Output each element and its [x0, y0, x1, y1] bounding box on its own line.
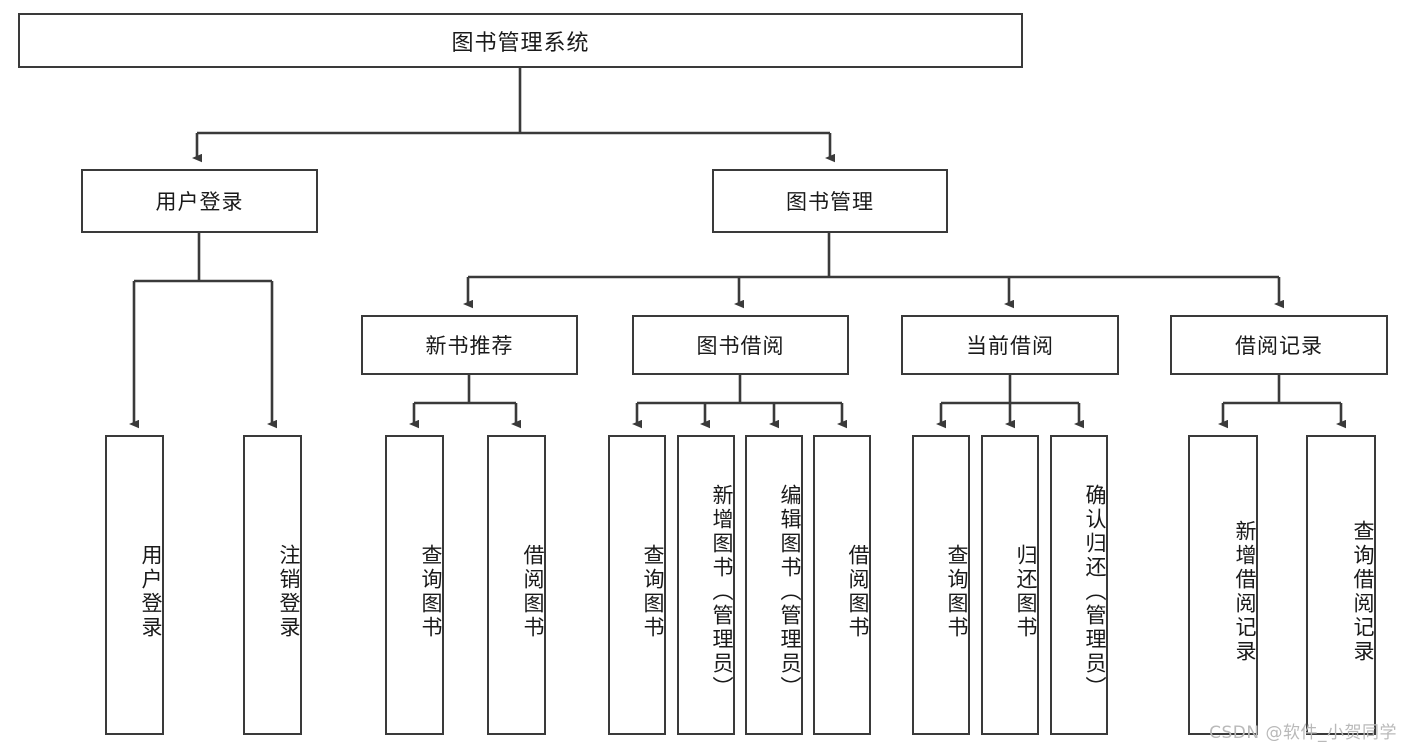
node-label: 借阅记录	[1235, 334, 1323, 358]
leaf-book-borrow-query[interactable]: 查询图书	[608, 435, 666, 735]
leaf-new-book-borrow[interactable]: 借阅图书	[487, 435, 546, 735]
leaf-new-book-query[interactable]: 查询图书	[385, 435, 444, 735]
node-label: 新书推荐	[425, 334, 514, 358]
node-root-book-management-system[interactable]: 图书管理系统	[18, 13, 1023, 68]
node-label: 查询图书	[945, 544, 969, 640]
node-label: 用户登录	[139, 544, 163, 640]
leaf-borrow-record-query[interactable]: 查询借阅记录	[1306, 435, 1376, 735]
node-borrow-record[interactable]: 借阅记录	[1170, 315, 1388, 375]
node-current-borrow[interactable]: 当前借阅	[901, 315, 1119, 375]
node-label: 查询借阅记录	[1351, 520, 1375, 664]
leaf-current-borrow-query[interactable]: 查询图书	[912, 435, 970, 735]
leaf-current-borrow-return[interactable]: 归还图书	[981, 435, 1039, 735]
node-label: 查询图书	[419, 544, 443, 640]
leaf-book-borrow-add[interactable]: 新增图书（管理员）	[677, 435, 735, 735]
node-user-login[interactable]: 用户登录	[81, 169, 318, 233]
node-new-book-recommend[interactable]: 新书推荐	[361, 315, 578, 375]
node-label: 编辑图书（管理员）	[778, 484, 802, 700]
node-label: 图书管理	[786, 190, 874, 214]
node-book-management[interactable]: 图书管理	[712, 169, 948, 233]
node-label: 确认归还（管理员）	[1083, 484, 1107, 700]
leaf-current-borrow-confirm-return[interactable]: 确认归还（管理员）	[1050, 435, 1108, 735]
node-label: 新增图书（管理员）	[710, 484, 734, 700]
node-label: 用户登录	[155, 190, 244, 214]
node-label: 查询图书	[641, 544, 665, 640]
leaf-book-borrow-edit[interactable]: 编辑图书（管理员）	[745, 435, 803, 735]
leaf-borrow-record-add[interactable]: 新增借阅记录	[1188, 435, 1258, 735]
leaf-user-login-login[interactable]: 用户登录	[105, 435, 164, 735]
node-book-borrow[interactable]: 图书借阅	[632, 315, 849, 375]
csdn-watermark: CSDN @软件_小贺同学	[1209, 723, 1397, 743]
node-label: 当前借阅	[966, 334, 1054, 358]
node-label: 图书管理系统	[451, 30, 590, 56]
leaf-user-login-logout[interactable]: 注销登录	[243, 435, 302, 735]
node-label: 新增借阅记录	[1233, 520, 1257, 664]
node-label: 借阅图书	[521, 544, 545, 640]
node-label: 借阅图书	[846, 544, 870, 640]
node-label: 图书借阅	[696, 334, 785, 358]
node-label: 归还图书	[1014, 544, 1038, 640]
leaf-book-borrow-borrow[interactable]: 借阅图书	[813, 435, 871, 735]
node-label: 注销登录	[277, 544, 301, 640]
